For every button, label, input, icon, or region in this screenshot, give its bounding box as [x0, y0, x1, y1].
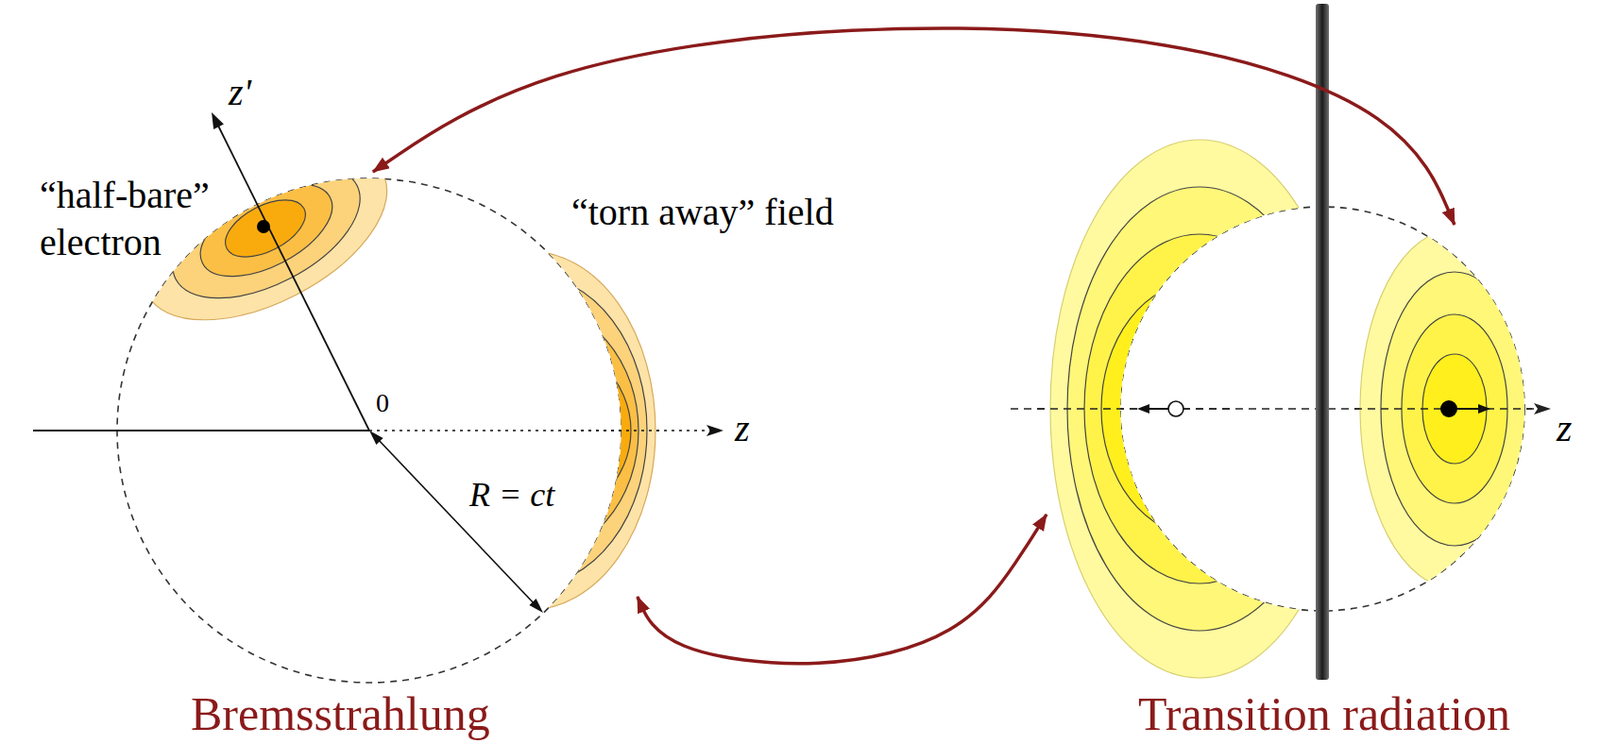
- panel-caption: Transition radiation: [1138, 685, 1511, 743]
- z-axis: [565, 429, 664, 432]
- velocity-arrowhead: [1137, 404, 1150, 414]
- axis-label: z': [228, 69, 252, 116]
- radius-arrowhead: [369, 430, 384, 445]
- torn-away-field: “torn away” field: [566, 188, 862, 597]
- field-contour: [1422, 354, 1487, 464]
- correspondence-arrow: [637, 514, 1047, 664]
- field-contours: [1050, 139, 1311, 679]
- correspondence-arrow: [373, 28, 1455, 225]
- field-contour: [426, 336, 631, 526]
- z-axis: [369, 429, 711, 432]
- axis-label: z': [228, 69, 252, 116]
- radius-arrow: [375, 437, 537, 607]
- panel-caption: Transition radiation: [1138, 685, 1511, 743]
- panel-caption: Bremsstrahlung: [190, 685, 491, 743]
- axis-label: z: [734, 406, 750, 452]
- field-shape: [1356, 224, 1529, 594]
- field-shape: [566, 188, 862, 597]
- field-label: “half-bare” electron: [39, 171, 229, 267]
- radius-arrowhead: [528, 598, 544, 613]
- velocity-arrow: [1457, 408, 1480, 410]
- image-charge: [1168, 401, 1184, 417]
- axis-arrowhead: [706, 425, 724, 437]
- radius-label: R = ct: [469, 475, 555, 516]
- electron-field: [1356, 224, 1529, 594]
- z-axis: [1010, 408, 1542, 410]
- axis-arrowhead: [211, 112, 224, 130]
- radius-label: R = ct: [469, 475, 555, 516]
- field-contour: [216, 188, 315, 270]
- field-shape: [1046, 132, 1313, 685]
- axis-label: z: [1556, 404, 1572, 452]
- origin-label: 0: [375, 387, 390, 420]
- conducting-plate: [1315, 3, 1329, 681]
- z-prime-axis: [213, 116, 370, 431]
- origin-label: 0: [375, 387, 390, 420]
- velocity-arrowhead: [1478, 404, 1491, 414]
- axis-label: z: [1556, 404, 1572, 452]
- electron-dot: [256, 220, 271, 234]
- image-charge-field: [1046, 132, 1313, 685]
- field-contour: [402, 251, 656, 611]
- half-bare-electron-field: “half-bare” electron: [37, 171, 390, 319]
- axis-label: z: [734, 406, 750, 452]
- electron-dot: [1440, 400, 1458, 418]
- field-contours: [402, 251, 656, 611]
- field-contour: [1050, 139, 1311, 679]
- z-axis: [1037, 408, 1236, 410]
- field-contour: [186, 165, 347, 295]
- panel-caption: Bremsstrahlung: [190, 685, 491, 743]
- field-contour: [152, 138, 381, 325]
- axis-arrowhead: [1533, 403, 1551, 415]
- electron-track: [33, 429, 370, 432]
- field-label: “torn away” field: [571, 188, 835, 237]
